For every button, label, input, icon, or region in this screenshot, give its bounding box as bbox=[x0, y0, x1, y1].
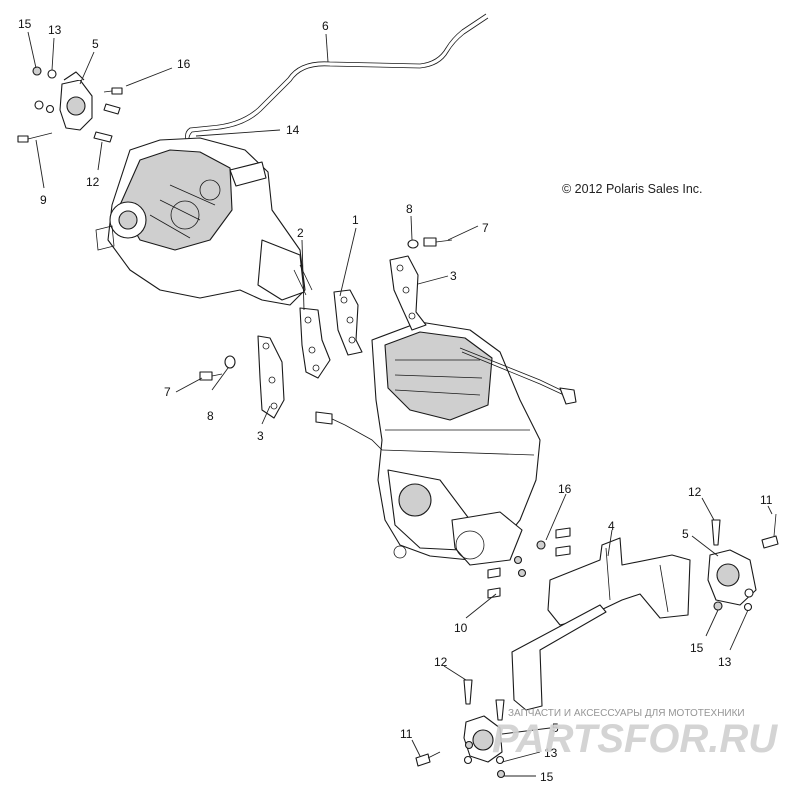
mount-isolator-top[interactable] bbox=[59, 71, 93, 131]
mount-isolator-right[interactable] bbox=[707, 549, 757, 606]
callout-8: 8 bbox=[406, 202, 413, 216]
callout-14: 14 bbox=[286, 123, 300, 137]
callout-13-bottom: 13 bbox=[544, 746, 558, 760]
mount-plate-3-upper[interactable] bbox=[389, 255, 427, 331]
callout-7: 7 bbox=[482, 221, 489, 235]
bolt-12-top[interactable] bbox=[93, 103, 121, 143]
copyright-text: © 2012 Polaris Sales Inc. bbox=[562, 182, 703, 196]
frame-crossmember-4[interactable] bbox=[511, 537, 691, 711]
nuts-bottom[interactable] bbox=[463, 740, 506, 779]
bolt-16-top[interactable] bbox=[103, 87, 123, 95]
callout-3-lower: 3 bbox=[257, 429, 264, 443]
callout-5: 5 bbox=[92, 37, 99, 51]
nut-15-top[interactable] bbox=[32, 66, 42, 76]
washer-13-top[interactable] bbox=[34, 69, 57, 114]
callout-6: 6 bbox=[322, 19, 329, 33]
mount-plate-3-lower[interactable] bbox=[257, 335, 285, 419]
callout-13: 13 bbox=[48, 23, 62, 37]
watermark-caption: ЗАПЧАСТИ И АКСЕССУАРЫ ДЛЯ МОТОТЕХНИКИ bbox=[508, 708, 745, 719]
watermark-logo: PARTSFOR.RU bbox=[492, 717, 778, 761]
bolt-12-right[interactable] bbox=[711, 519, 721, 546]
callout-2: 2 bbox=[297, 226, 304, 240]
watermark: ЗАПЧАСТИ И АКСЕССУАРЫ ДЛЯ МОТОТЕХНИКИ PA… bbox=[492, 708, 778, 761]
washer-8-upper[interactable] bbox=[407, 239, 419, 249]
callout-15-bottom: 15 bbox=[540, 770, 554, 784]
callout-4: 4 bbox=[608, 519, 615, 533]
bolt-9[interactable] bbox=[17, 132, 53, 143]
callout-16-mid: 16 bbox=[558, 482, 572, 496]
washer-8-lower[interactable] bbox=[224, 355, 236, 369]
callout-8-lower: 8 bbox=[207, 409, 214, 423]
callout-12-bottom: 12 bbox=[434, 655, 448, 669]
bolt-7-upper[interactable] bbox=[423, 237, 453, 247]
mount-bracket-2[interactable] bbox=[299, 307, 331, 379]
throttle-cable[interactable] bbox=[185, 13, 489, 143]
mount-bracket-1[interactable] bbox=[333, 289, 363, 356]
bolt-16-mid[interactable] bbox=[536, 527, 571, 557]
callout-1: 1 bbox=[352, 213, 359, 227]
transmission[interactable] bbox=[95, 137, 313, 306]
callouts: 15 13 5 16 6 14 12 9 1 8 7 2 3 7 8 3 16 … bbox=[18, 17, 773, 784]
bolt-7-lower[interactable] bbox=[199, 371, 223, 381]
nuts-right[interactable] bbox=[713, 588, 754, 612]
mount-isolator-bottom[interactable] bbox=[463, 715, 503, 763]
bolt-11-right[interactable] bbox=[761, 513, 779, 549]
callout-5-bottom: 5 bbox=[552, 721, 559, 735]
callout-16: 16 bbox=[177, 57, 191, 71]
callout-5-right: 5 bbox=[682, 527, 689, 541]
callout-12-right: 12 bbox=[688, 485, 702, 499]
callout-15-right: 15 bbox=[690, 641, 704, 655]
engine[interactable] bbox=[315, 321, 577, 566]
callout-10: 10 bbox=[454, 621, 468, 635]
bolt-11-bottom[interactable] bbox=[415, 751, 441, 767]
bolt-10-group[interactable] bbox=[487, 555, 527, 599]
callout-12: 12 bbox=[86, 175, 100, 189]
callout-9: 9 bbox=[40, 193, 47, 207]
callout-3: 3 bbox=[450, 269, 457, 283]
bolt-12-bottom[interactable] bbox=[463, 679, 505, 721]
callout-13-right: 13 bbox=[718, 655, 732, 669]
callout-15: 15 bbox=[18, 17, 32, 31]
leader-lines bbox=[27, 31, 773, 777]
callout-11-bottom: 11 bbox=[400, 727, 413, 741]
callout-11-right: 11 bbox=[760, 493, 773, 507]
callout-7-lower: 7 bbox=[164, 385, 171, 399]
